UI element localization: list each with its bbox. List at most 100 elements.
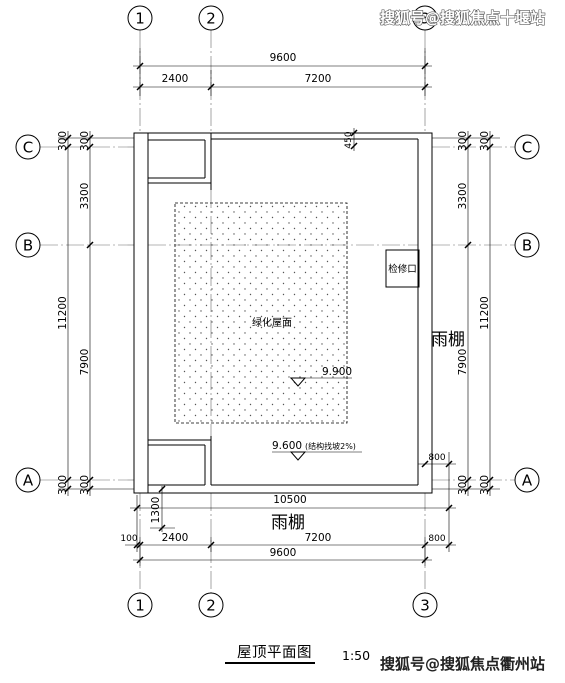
dimension-tick [64, 143, 72, 151]
access-hatch-box [385, 249, 420, 288]
roof-elevation: 9.600 (结构找坡2%) [272, 440, 362, 461]
dimension-text: 300 [457, 475, 469, 495]
dimension-tick [64, 476, 72, 484]
dimension-tick [64, 485, 72, 493]
dimension-tick [64, 134, 72, 142]
dimension-text: 300 [79, 475, 91, 495]
dimension-tick [136, 541, 144, 549]
dimension-tick [445, 541, 453, 549]
dimension-tick [86, 241, 94, 249]
axis-label: C [23, 139, 33, 157]
dimension-tick [421, 541, 429, 549]
green-roof: 绿化屋面 9.900 [174, 202, 352, 424]
dimension-tick [350, 142, 358, 150]
axis-label: B [522, 237, 532, 255]
axis-bubble [15, 232, 41, 258]
canopy-front-label: 雨棚 [271, 513, 305, 533]
dimension-text: 300 [479, 475, 491, 495]
dimension-tick [421, 460, 429, 468]
green-roof-area [174, 202, 348, 424]
axis-bubble [198, 592, 224, 618]
watermark-bottom: 搜狐号@搜狐焦点衢州站 [380, 655, 545, 673]
dimension-tick [133, 504, 141, 512]
drawing-title-block: 屋顶平面图 1:50 [225, 645, 370, 664]
dimension-tick [486, 143, 494, 151]
axis-label: C [522, 139, 532, 157]
axis-bubble [412, 5, 438, 31]
axis-bubble [514, 232, 540, 258]
dimension-text: 7900 [457, 349, 469, 376]
dimension-text: 3300 [79, 183, 91, 210]
roof-slope-note: (结构找坡2%) [305, 441, 356, 451]
dimension-text: 300 [79, 131, 91, 151]
dimension-text: 2400 [162, 532, 189, 544]
dimension-tick [486, 134, 494, 142]
green-roof-label: 绿化屋面 [252, 316, 292, 329]
dimension-text: 11200 [479, 296, 491, 329]
axis-label: 1 [135, 10, 145, 28]
access-hatch-label: 检修口 [388, 263, 417, 275]
enclosure-bottom-left [148, 436, 212, 486]
dimension-text: 10500 [273, 494, 306, 506]
axis-bubble [412, 592, 438, 618]
axis-label: A [23, 472, 34, 490]
dimension-text: 300 [479, 131, 491, 151]
drawing-scale: 1:50 [342, 648, 370, 663]
axis-label: B [23, 237, 33, 255]
dimension-tick [445, 504, 453, 512]
dimension-text: 800 [428, 453, 445, 463]
dimension-tick [86, 485, 94, 493]
axis-label: 2 [206, 10, 216, 28]
dimension-text: 300 [457, 131, 469, 151]
dimension-tick [207, 541, 215, 549]
dimension-text: 100 [120, 534, 137, 544]
dimension-tick [136, 62, 144, 70]
elevation-triangle-icon [289, 377, 307, 387]
dimension-tick [421, 62, 429, 70]
dimension-text: 1300 [150, 497, 162, 524]
axis-bubble [15, 467, 41, 493]
axis-bubbles-left: C B A [15, 134, 41, 493]
dimension-text: 7200 [305, 73, 332, 85]
watermark-top: 搜狐号@搜狐焦点十堰站 [380, 9, 545, 27]
axis-bubbles-top: 1 2 3 [127, 5, 438, 31]
dimension-text: 800 [428, 534, 445, 544]
dimension-tick [421, 83, 429, 91]
dimension-tick [464, 485, 472, 493]
canopy-side-label: 雨棚 [431, 330, 465, 350]
dimension-texts: 9600 2400 7200 300 11200 300 300 3300 79… [57, 52, 491, 559]
dimension-tick [86, 134, 94, 142]
drawing-title: 屋顶平面图 [237, 645, 312, 661]
dimension-text: 7900 [79, 349, 91, 376]
axis-bubble [127, 5, 153, 31]
axis-label: 2 [206, 597, 216, 615]
axis-label: 3 [420, 597, 430, 615]
dimension-tick [158, 485, 166, 493]
dimension-tick [464, 476, 472, 484]
dimension-tick [158, 524, 166, 532]
dimension-tick [445, 460, 453, 468]
roof-outer-edge [133, 132, 433, 494]
axis-label: 1 [135, 597, 145, 615]
elevation-triangle-icon [289, 451, 307, 461]
roof-elevation-value: 9.600 [272, 440, 302, 452]
axis-bubbles-bottom: 1 2 3 [127, 592, 438, 618]
building-outline [133, 132, 433, 494]
enclosure-top-left [148, 133, 212, 190]
dimension-text: 450 [344, 131, 354, 148]
dimension-tick [207, 83, 215, 91]
dimension-text: 9600 [270, 547, 297, 559]
dimension-text: 300 [57, 475, 69, 495]
axis-bubble [127, 592, 153, 618]
dimension-tick [136, 556, 144, 564]
access-hatch: 检修口 [385, 249, 420, 288]
green-roof-elevation: 9.900 [322, 366, 352, 378]
dimension-tick [136, 83, 144, 91]
dimension-tick [464, 241, 472, 249]
dimension-tick [486, 485, 494, 493]
axis-bubbles-right: C B A [514, 134, 540, 493]
axis-label: A [522, 472, 533, 490]
dimension-lines [67, 65, 491, 561]
dimension-text: 7200 [305, 532, 332, 544]
dimension-text: 3300 [457, 183, 469, 210]
